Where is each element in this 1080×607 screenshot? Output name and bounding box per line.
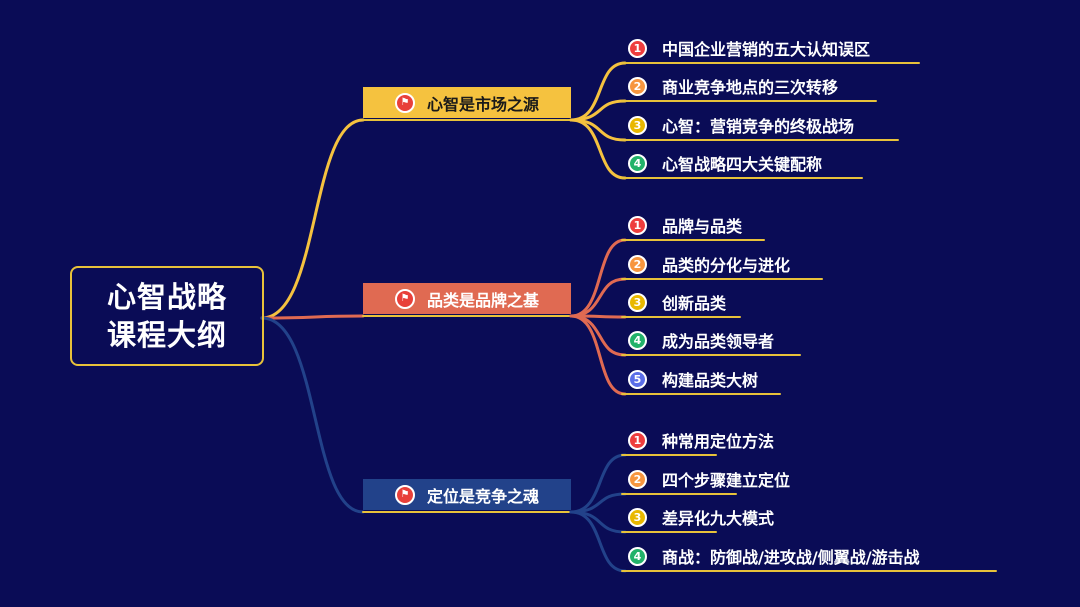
leaf-label: 商战：防御战/进攻战/侧翼战/游击战 [662, 548, 920, 567]
leaf-topic[interactable]: 4 成为品类领导者 [628, 329, 774, 351]
leaf-connector [569, 118, 627, 180]
leaf-label: 四个步骤建立定位 [662, 471, 791, 490]
leaf-topic[interactable]: 2 四个步骤建立定位 [628, 468, 790, 490]
number-badge-icon: 4 [628, 153, 647, 173]
leaf-label: 心智：营销竞争的终极战场 [662, 117, 855, 136]
leaf-topic[interactable]: 1 中国企业营销的五大认知误区 [628, 37, 870, 59]
leaf-topic[interactable]: 1 品牌与品类 [628, 214, 742, 236]
number-badge-icon: 1 [628, 215, 647, 235]
branch-label: 定位是竞争之魂 [426, 486, 539, 506]
leaf-connector [569, 510, 627, 534]
number-badge-icon: 3 [628, 115, 647, 135]
leaf-topic[interactable]: 4 心智战略四大关键配称 [628, 152, 822, 174]
leaf-topic[interactable]: 3 心智：营销竞争的终极战场 [628, 114, 854, 136]
leaf-topic[interactable]: 2 商业竞争地点的三次转移 [628, 75, 838, 97]
number-badge-icon: 3 [628, 292, 647, 312]
leaf-connector [569, 314, 627, 396]
leaf-connector [569, 453, 627, 514]
leaf-topic[interactable]: 1 种常用定位方法 [628, 429, 774, 451]
number-badge-icon: 4 [628, 330, 647, 350]
number-badge-icon: 2 [628, 76, 647, 96]
central-topic[interactable]: 心智战略 课程大纲 [70, 266, 264, 366]
leaf-topic[interactable]: 4 商战：防御战/进攻战/侧翼战/游击战 [628, 545, 920, 567]
leaf-connector [569, 510, 627, 573]
leaf-label: 中国企业营销的五大认知误区 [662, 40, 871, 59]
leaf-label: 品类的分化与进化 [662, 256, 791, 275]
branch-connector [260, 118, 365, 320]
branch-connector [260, 316, 365, 514]
branch-connector [260, 314, 365, 320]
leaf-label: 差异化九大模式 [662, 509, 775, 528]
leaf-topic[interactable]: 3 差异化九大模式 [628, 506, 774, 528]
leaf-label: 心智战略四大关键配称 [662, 155, 823, 174]
central-topic-line2: 课程大纲 [106, 318, 227, 352]
number-badge-icon: 1 [628, 430, 647, 450]
number-badge-icon: 2 [628, 254, 647, 274]
leaf-label: 品牌与品类 [662, 217, 743, 236]
leaf-topic[interactable]: 5 构建品类大树 [628, 368, 758, 390]
flag-icon: ⚑ [394, 92, 415, 113]
branch-positioning[interactable]: ⚑ 定位是竞争之魂 [363, 479, 571, 510]
number-badge-icon: 2 [628, 469, 647, 489]
branch-mind[interactable]: ⚑ 心智是市场之源 [363, 87, 571, 118]
flag-icon: ⚑ [394, 288, 415, 309]
leaf-label: 构建品类大树 [662, 371, 759, 390]
branch-category[interactable]: ⚑ 品类是品牌之基 [363, 283, 571, 314]
leaf-connector [569, 118, 627, 142]
number-badge-icon: 1 [628, 38, 647, 58]
leaf-topic[interactable]: 2 品类的分化与进化 [628, 253, 790, 275]
leaf-label: 商业竞争地点的三次转移 [662, 78, 839, 97]
leaf-connector [569, 238, 627, 318]
leaf-label: 创新品类 [662, 294, 727, 313]
number-badge-icon: 5 [628, 369, 647, 389]
branch-label: 心智是市场之源 [426, 94, 539, 114]
leaf-topic[interactable]: 3 创新品类 [628, 291, 726, 313]
leaf-label: 种常用定位方法 [662, 432, 775, 451]
central-topic-line1: 心智战略 [106, 280, 227, 314]
flag-icon: ⚑ [394, 484, 415, 505]
number-badge-icon: 3 [628, 507, 647, 527]
leaf-label: 成为品类领导者 [662, 332, 775, 351]
branch-label: 品类是品牌之基 [426, 290, 539, 310]
number-badge-icon: 4 [628, 546, 647, 566]
